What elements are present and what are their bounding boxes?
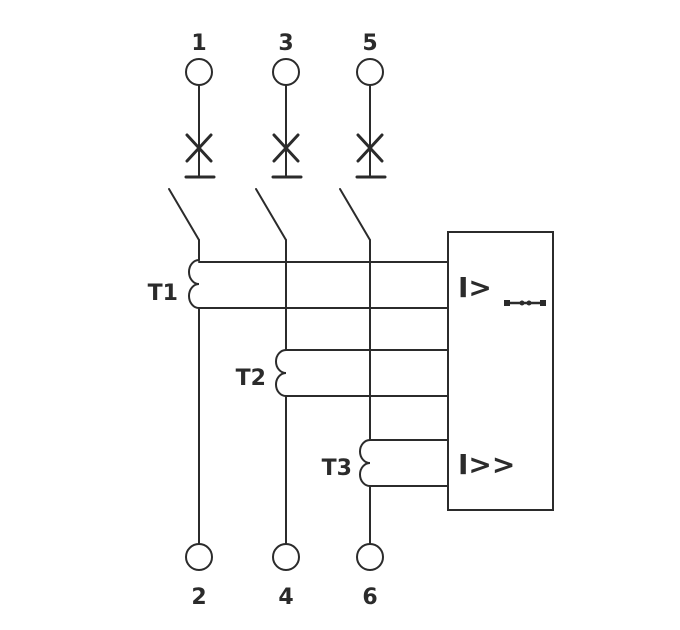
terminal-top-1: [185, 58, 213, 86]
switch-blade-3: [255, 188, 287, 241]
transformer-label-t1: T1: [148, 281, 178, 306]
transformer-label-t2: T2: [236, 366, 266, 391]
isolator-5: [355, 84, 387, 179]
terminal-label-2: 2: [191, 585, 206, 610]
terminal-top-5: [356, 58, 384, 86]
transformer-coil-t2: [275, 349, 287, 397]
transformer-coil-t3: [359, 439, 371, 487]
terminal-label-4: 4: [278, 585, 293, 610]
trip-link-icon: [504, 300, 546, 306]
terminal-bottom-2: [185, 543, 213, 571]
protection-relay-box: [447, 231, 554, 511]
overload-trip-label: I>: [458, 271, 492, 304]
switch-blade-5: [339, 188, 371, 241]
transformer-coil-t1: [188, 259, 200, 309]
isolator-1: [184, 84, 216, 179]
terminal-label-5: 5: [362, 31, 377, 56]
terminal-label-6: 6: [362, 585, 377, 610]
switch-blade-1: [168, 188, 200, 241]
short-circuit-trip-label: I>>: [458, 448, 515, 481]
transformer-label-t3: T3: [322, 456, 352, 481]
terminal-label-1: 1: [191, 31, 206, 56]
terminal-bottom-6: [356, 543, 384, 571]
terminal-label-3: 3: [278, 31, 293, 56]
isolator-3: [271, 84, 303, 179]
terminal-bottom-4: [272, 543, 300, 571]
terminal-top-3: [272, 58, 300, 86]
